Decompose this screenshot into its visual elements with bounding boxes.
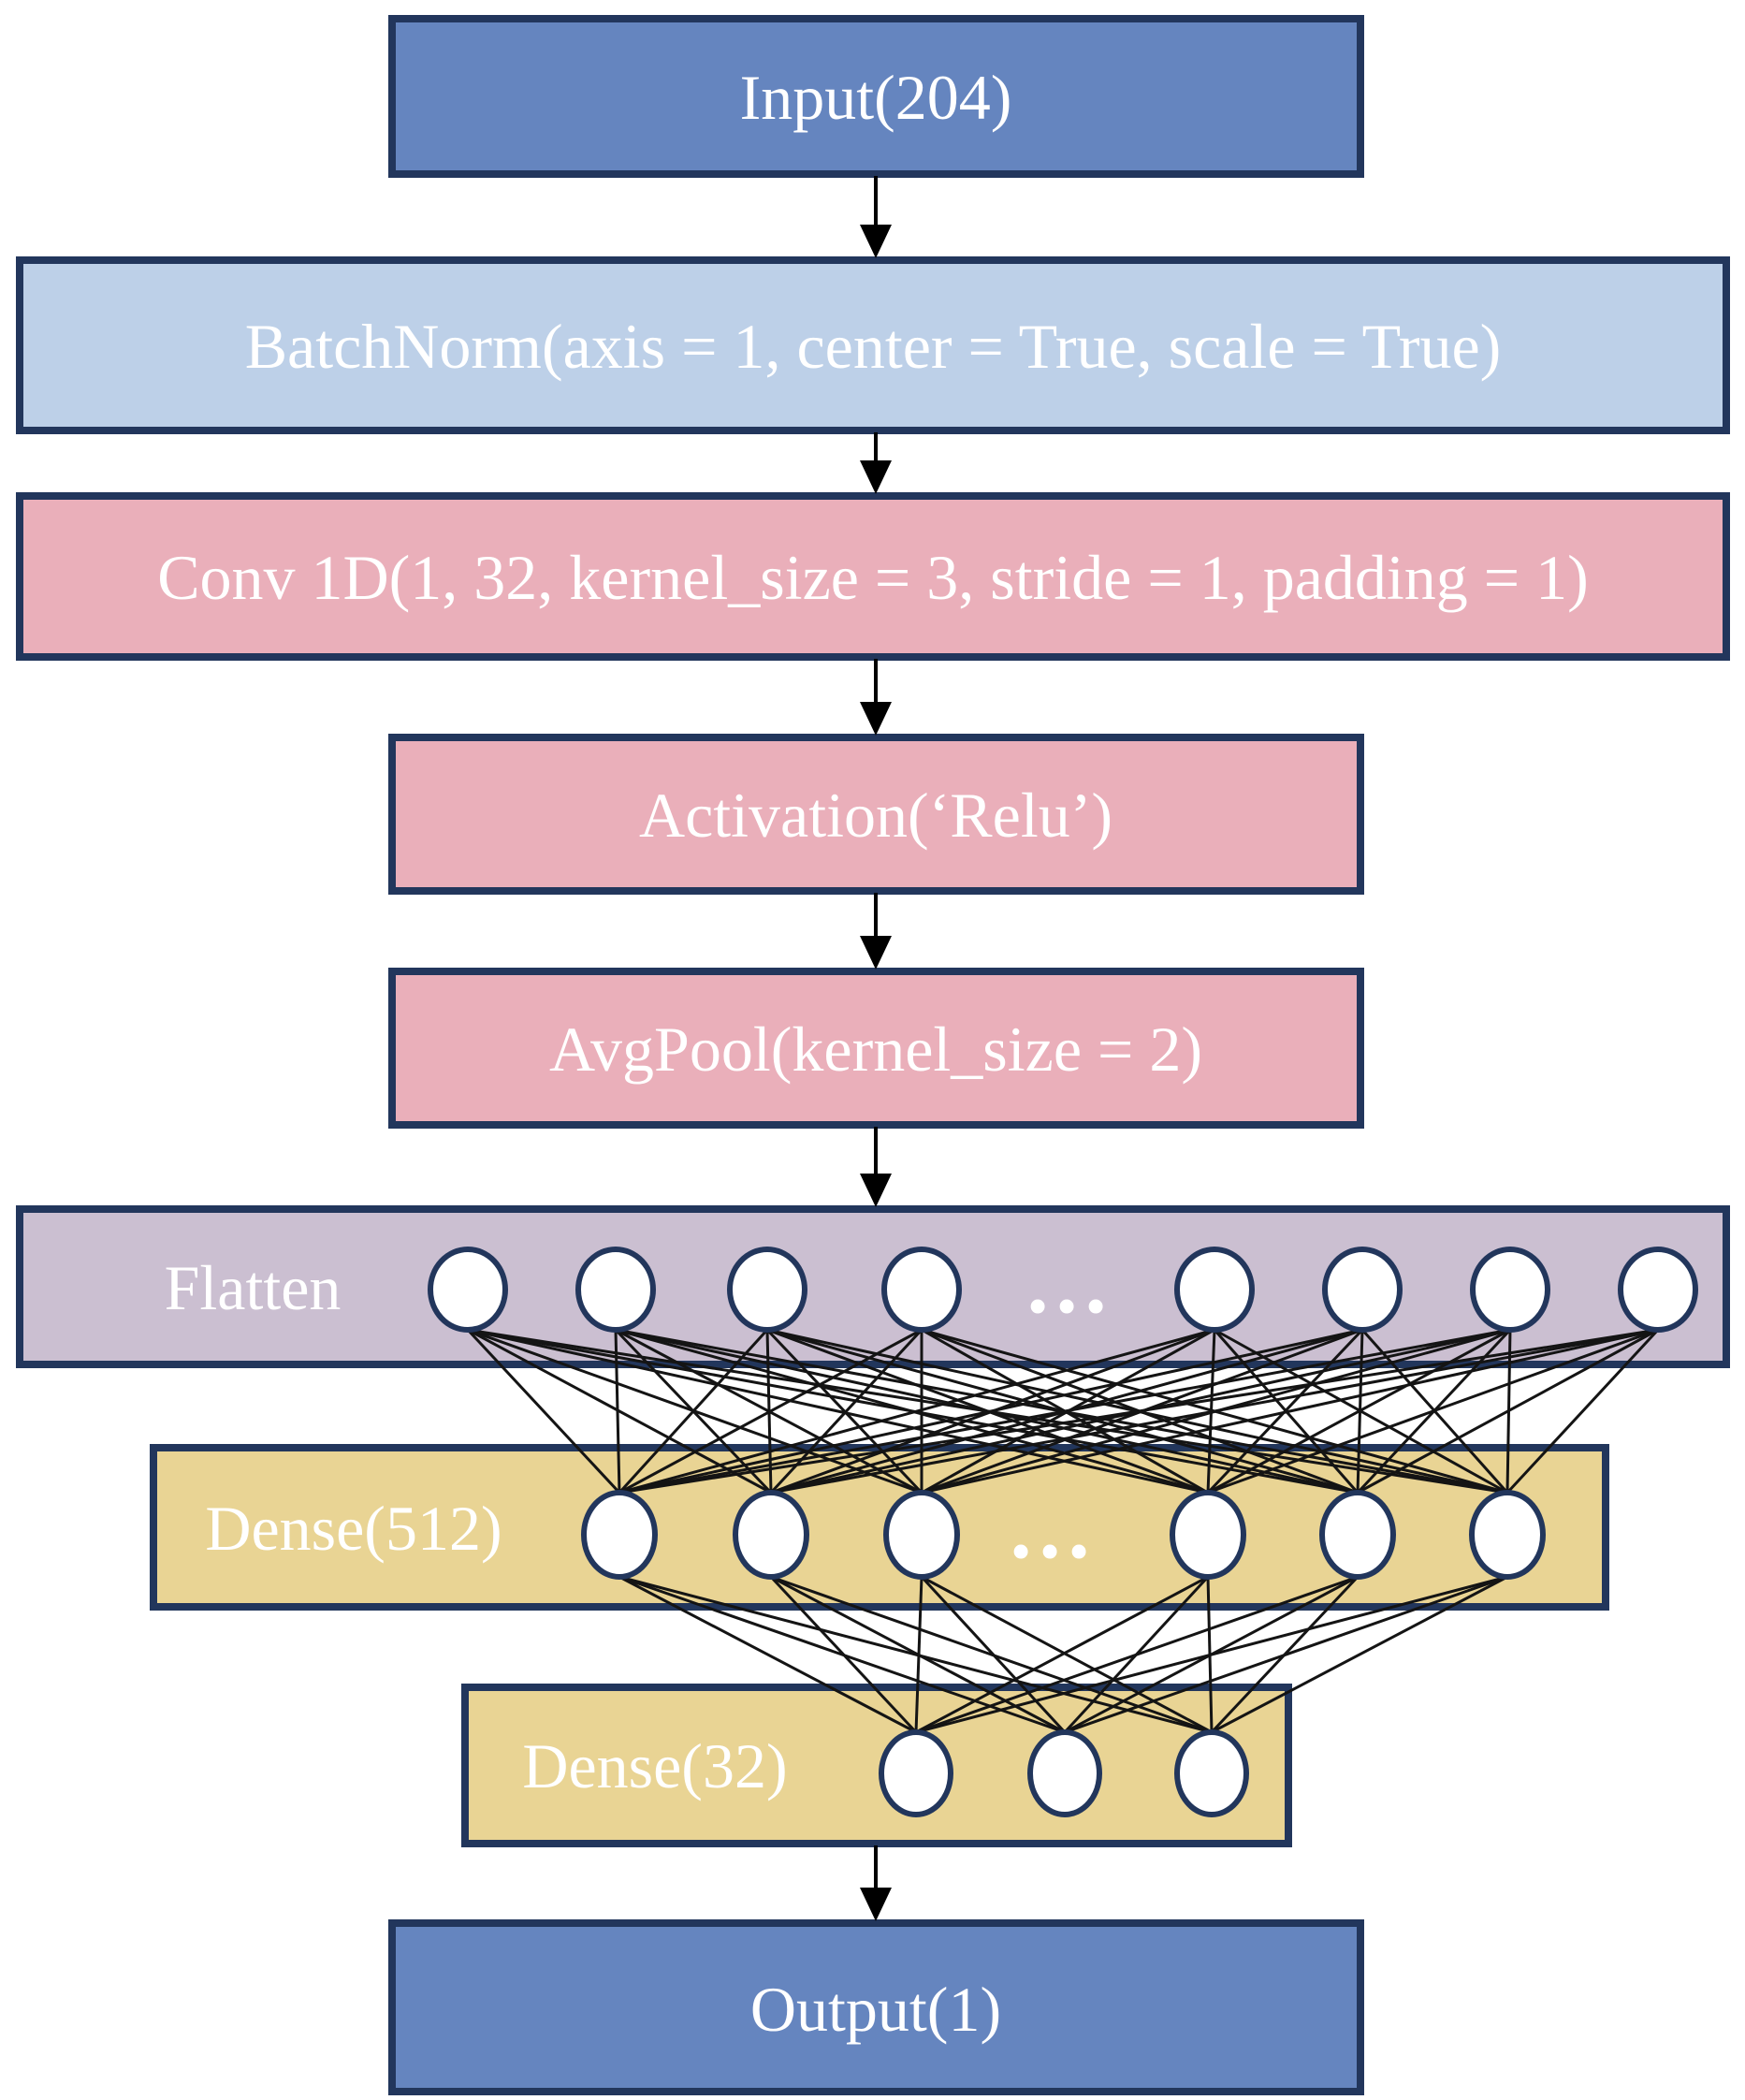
connection-line	[614, 1329, 621, 1494]
connection-line	[921, 1575, 1213, 1734]
arrow-activation-to-avgpool	[860, 893, 892, 970]
dense512-label: Dense(512)	[205, 1493, 502, 1564]
neuron-flatten	[1470, 1247, 1550, 1333]
batchnorm-box	[16, 256, 1730, 434]
layer-box-activation: Activation(‘Relu’)	[388, 734, 1364, 895]
neuron-dense32	[1174, 1729, 1249, 1817]
neuron-flatten	[1322, 1247, 1403, 1333]
arrow-batchnorm-to-conv1d	[860, 432, 892, 494]
layer-box-dense32	[461, 1684, 1292, 1847]
neuron-flatten	[727, 1247, 807, 1333]
connection-line	[915, 1575, 1508, 1734]
output-label: Output(1)	[750, 1974, 1001, 2045]
flatten-box	[16, 1205, 1730, 1368]
connection-line	[770, 1328, 1659, 1495]
connection-line	[618, 1575, 917, 1734]
connection-line	[1211, 1575, 1508, 1734]
output-box	[388, 1919, 1364, 2095]
layer-box-conv1d: Conv 1D(1, 32, kernel_size = 3, stride =…	[16, 492, 1730, 661]
neuron-dense512	[883, 1490, 960, 1580]
arrow-dense32-to-output	[860, 1845, 892, 1921]
connection-line	[618, 1328, 1659, 1495]
neuron-dense512	[581, 1490, 658, 1580]
connection-line	[1064, 1575, 1508, 1734]
neuron-flatten	[1618, 1247, 1698, 1333]
layer-box-batchnorm: BatchNorm(axis = 1, center = True, scale…	[16, 256, 1730, 434]
connection-line	[1357, 1328, 1659, 1495]
connection-line	[618, 1328, 923, 1495]
arrow-conv1d-to-activation	[860, 659, 892, 736]
flatten-label: Flatten	[165, 1252, 342, 1323]
arrow-avgpool-to-flatten	[860, 1127, 892, 1207]
neuron-dense32	[1027, 1729, 1102, 1817]
input-label: Input(204)	[740, 62, 1012, 133]
connection-line	[618, 1328, 1215, 1495]
neuron-dense512	[1469, 1490, 1546, 1580]
connection-line	[914, 1576, 923, 1733]
connection-line	[618, 1328, 1363, 1495]
connection-line	[1207, 1328, 1659, 1495]
activation-label: Activation(‘Relu’)	[639, 780, 1112, 851]
connection-line	[467, 1328, 1209, 1495]
connection-line	[769, 1575, 918, 1734]
connection-line	[618, 1328, 769, 1495]
neuron-flatten	[1174, 1247, 1255, 1333]
dense32-box	[461, 1684, 1292, 1847]
connection-line	[618, 1328, 1511, 1495]
avgpool-box	[388, 968, 1364, 1129]
flatten-ellipsis: …	[1024, 1235, 1110, 1331]
neuron-flatten	[428, 1247, 508, 1333]
conv1d-box	[16, 492, 1730, 661]
neuron-flatten	[881, 1247, 962, 1333]
connection-line	[915, 1575, 1359, 1734]
layer-box-output: Output(1)	[388, 1919, 1364, 2095]
neuron-dense512	[733, 1490, 809, 1580]
neuron-dense32	[879, 1729, 953, 1817]
connection-line	[1505, 1328, 1660, 1495]
layer-box-input: Input(204)	[388, 15, 1364, 178]
dense32-label: Dense(32)	[522, 1730, 787, 1801]
neuron-dense512	[1170, 1490, 1246, 1580]
connection-line	[466, 1328, 621, 1495]
batchnorm-label: BatchNorm(axis = 1, center = True, scale…	[245, 311, 1502, 382]
connection-line	[921, 1328, 1659, 1495]
connection-lines	[466, 1328, 1660, 1734]
conv1d-label: Conv 1D(1, 32, kernel_size = 3, stride =…	[157, 542, 1589, 613]
connection-line	[1207, 1328, 1511, 1495]
neuron-flatten	[575, 1247, 656, 1333]
layer-box-flatten	[16, 1205, 1730, 1368]
arrow-input-to-batchnorm	[860, 176, 892, 258]
neuron-dense512	[1319, 1490, 1396, 1580]
avgpool-label: AvgPool(kernel_size = 2)	[549, 1014, 1202, 1085]
activation-box	[388, 734, 1364, 895]
neuron-circles	[428, 1247, 1698, 1817]
input-box	[388, 15, 1364, 178]
dense512-ellipsis: …	[1007, 1480, 1093, 1576]
connection-line	[915, 1575, 1209, 1734]
layer-box-avgpool: AvgPool(kernel_size = 2)	[388, 968, 1364, 1129]
connection-line	[920, 1575, 1067, 1734]
